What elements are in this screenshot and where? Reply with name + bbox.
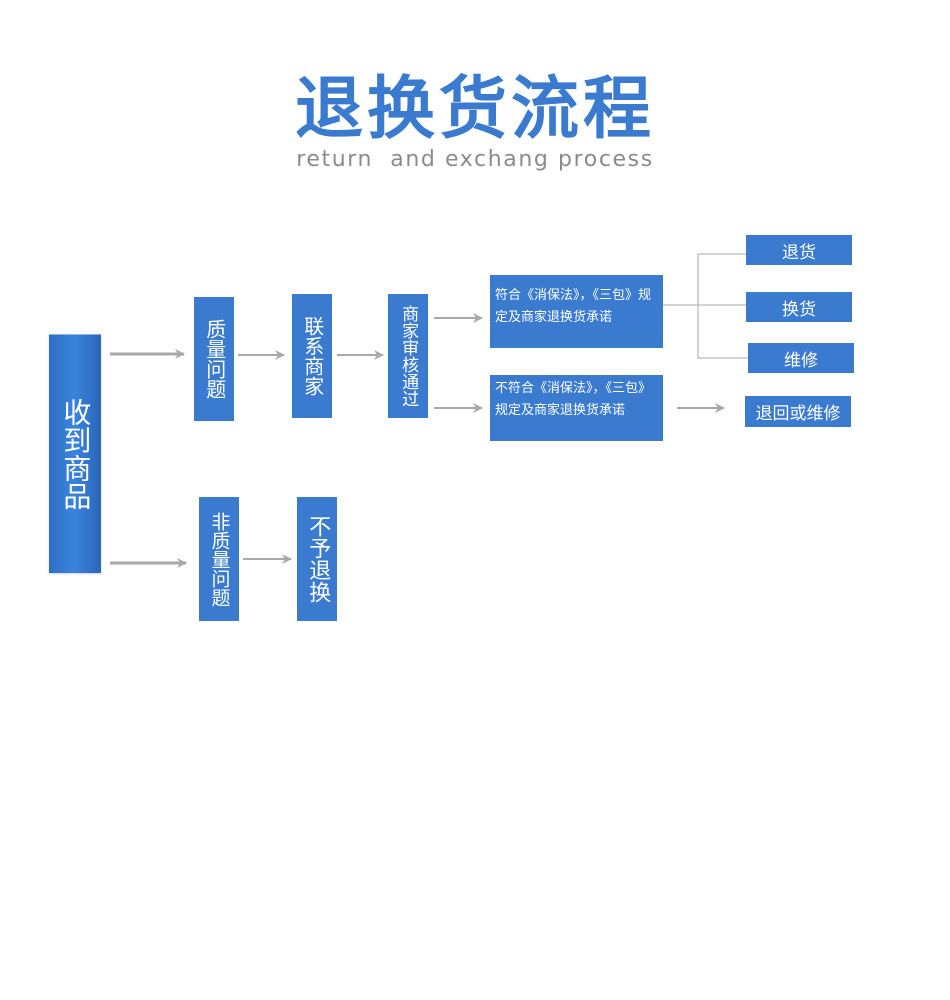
non-compliant-condition-node: 不符合《消保法》，《三包》规定及商家退换货承诺 xyxy=(490,375,663,441)
receive-goods-node: 收到商品 xyxy=(49,334,101,573)
return-goods-node: 退货 xyxy=(746,235,852,265)
no-return-node: 不予退换 xyxy=(297,497,337,621)
contact-merchant-node: 联系商家 xyxy=(292,294,332,418)
merchant-review-passed-node: 商家审核通过 xyxy=(388,294,428,418)
compliant-condition-node: 符合《消保法》，《三包》规定及商家退换货承诺 xyxy=(490,275,663,348)
quality-issue-node: 质量问题 xyxy=(194,297,234,421)
non-quality-issue-node: 非质量问题 xyxy=(199,497,239,621)
page-title: 退换货流程 xyxy=(294,70,655,149)
exchange-goods-node: 换货 xyxy=(746,292,852,322)
return-or-repair-node: 退回或维修 xyxy=(745,396,851,427)
repair-node: 维修 xyxy=(748,343,854,373)
page-subtitle: return and exchang process xyxy=(296,147,654,172)
